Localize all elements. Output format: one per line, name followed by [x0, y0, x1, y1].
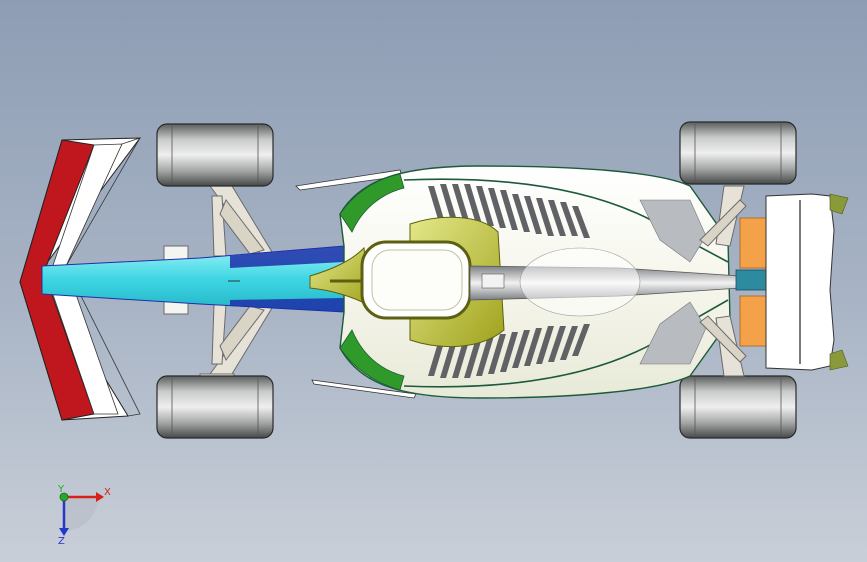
x-axis-label: X: [104, 487, 111, 498]
cockpit[interactable]: [309, 216, 505, 347]
rear-gearbox: [735, 217, 777, 347]
y-axis-label: Y: [57, 484, 65, 495]
rear-left-tyre[interactable]: [679, 121, 797, 185]
z-axis-arrow-icon: [59, 528, 69, 536]
front-left-tyre[interactable]: [156, 123, 274, 187]
nose-cone[interactable]: [41, 245, 345, 313]
coordinate-triad[interactable]: X Y Z: [57, 484, 111, 547]
rear-suspension: [699, 185, 747, 377]
louvres-bottom: [428, 324, 590, 378]
rear-wing[interactable]: [765, 193, 849, 371]
x-axis-arrow-icon: [96, 492, 104, 502]
y-axis-dot: [59, 492, 69, 502]
engine-cover: [469, 247, 741, 317]
rear-right-tyre[interactable]: [679, 375, 797, 439]
front-right-tyre[interactable]: [156, 375, 274, 439]
z-axis-label: Z: [58, 536, 65, 547]
louvres-top: [428, 184, 590, 238]
